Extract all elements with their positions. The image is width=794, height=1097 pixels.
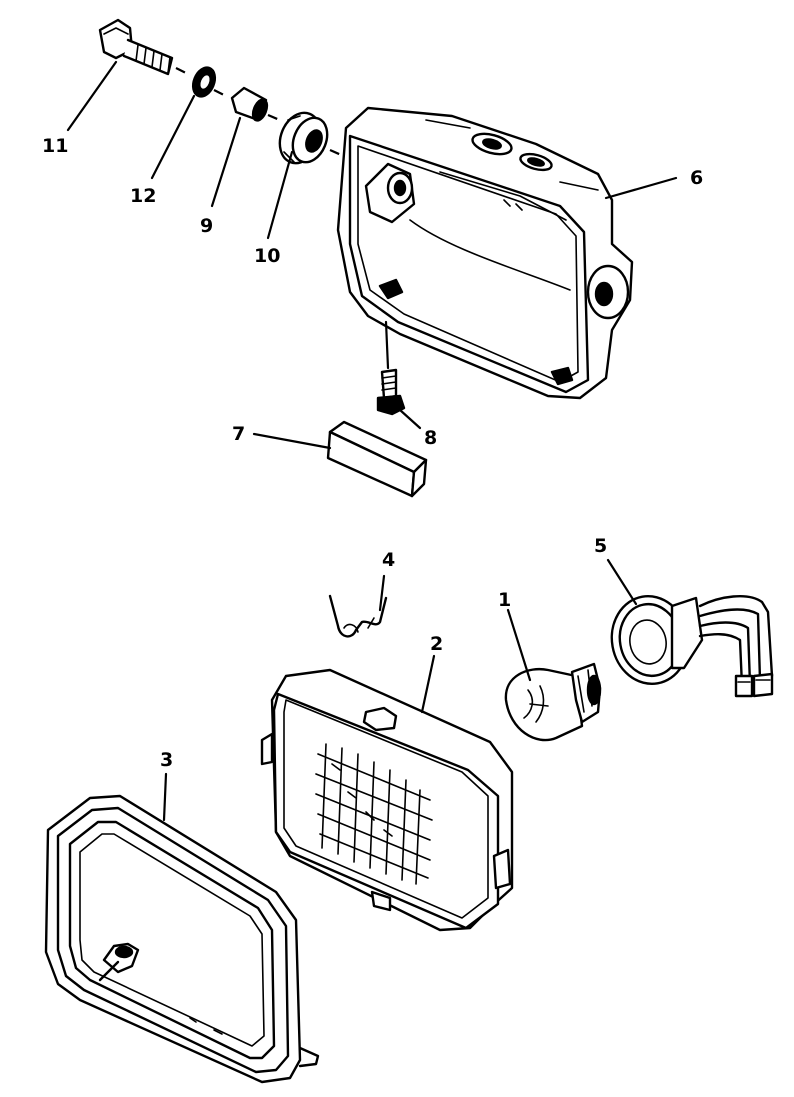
leader-lines (66, 60, 678, 822)
callout-3: 3 (160, 749, 173, 771)
leader-5 (606, 558, 638, 606)
spring-clip-part-4 (328, 594, 388, 638)
callout-2: 2 (430, 633, 443, 655)
leader-10 (266, 150, 294, 240)
socket-harness-part-5 (610, 594, 774, 698)
leader-9 (210, 116, 242, 208)
washer-part-12 (191, 66, 227, 98)
screw-part-8 (376, 320, 406, 416)
pad-part-7 (326, 420, 428, 498)
callout-10: 10 (254, 245, 280, 267)
bolt-part-11 (98, 18, 189, 76)
leader-8 (398, 408, 422, 430)
bulb-part-1 (504, 662, 602, 742)
collar-part-9 (230, 86, 283, 123)
leader-1 (506, 608, 532, 682)
leader-3 (162, 772, 168, 822)
rim-part-3 (44, 794, 320, 1084)
callout-5: 5 (594, 535, 607, 557)
lens-unit-part-2 (260, 668, 514, 932)
leader-2 (420, 654, 436, 714)
callout-labels: 11 12 9 10 6 7 8 4 5 2 1 3 (42, 135, 703, 771)
grommet-part-10 (278, 111, 349, 165)
callout-7: 7 (232, 423, 245, 445)
leader-12 (150, 94, 196, 180)
leader-7 (252, 432, 332, 450)
leader-4 (378, 574, 386, 612)
headlight-housing-part-6 (336, 106, 634, 400)
callout-4: 4 (382, 549, 395, 571)
callout-1: 1 (498, 589, 511, 611)
leader-6 (604, 176, 678, 200)
callout-8: 8 (424, 427, 437, 449)
callout-11: 11 (42, 135, 68, 157)
callout-6: 6 (690, 167, 703, 189)
leader-11 (66, 60, 118, 132)
callout-12: 12 (130, 185, 156, 207)
callout-9: 9 (200, 215, 213, 237)
